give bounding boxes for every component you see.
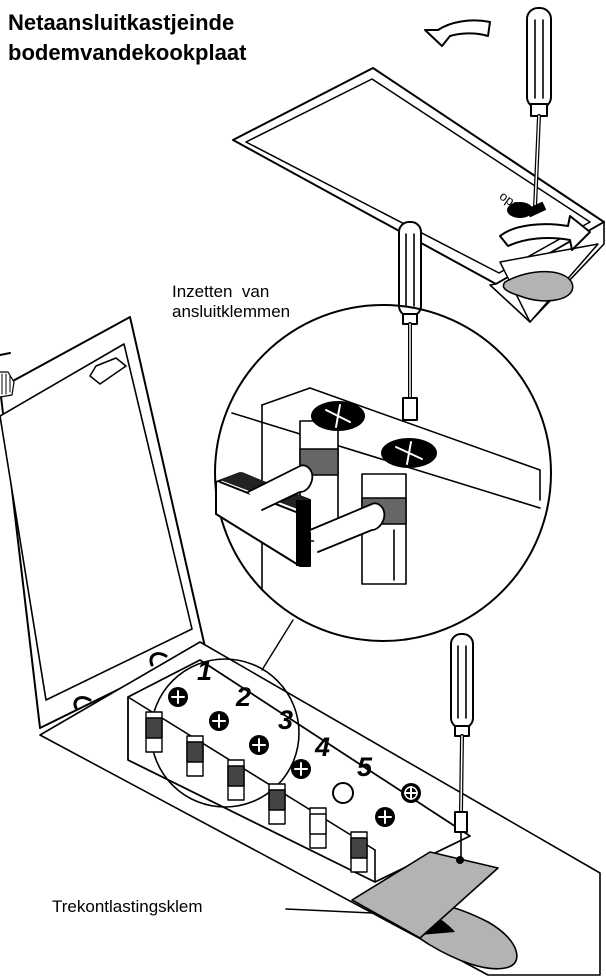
curved-arrow-icon (424, 19, 491, 47)
insert-label-line-2: ansluitklemmen (172, 302, 291, 321)
strain-relief-label: Trekontlastingsklem (52, 897, 203, 916)
screw-icon (375, 807, 395, 827)
terminal-number-5: 5 (357, 752, 373, 782)
title-line-1: Netaansluitkastjeinde (8, 10, 235, 35)
title-line-2: bodemvandekookplaat (8, 40, 247, 65)
screwdriver-icon (398, 221, 422, 421)
diagram-title: Netaansluitkastjeinde bodemvandekookplaa… (8, 8, 246, 68)
screw-icon (381, 438, 437, 468)
screw-icon (168, 687, 188, 707)
magnified-terminal-view (214, 304, 552, 642)
opened-lid (0, 316, 206, 729)
turn-arrow-icon (499, 215, 591, 251)
terminal-block (39, 641, 601, 976)
screw-icon (209, 711, 229, 731)
terminal-number-3: 3 (278, 705, 294, 735)
screw-icon (311, 401, 365, 431)
ground-icon (401, 783, 421, 803)
insert-label-line-1: Inzetten van (172, 282, 270, 301)
screw-icon (249, 735, 269, 755)
screw-icon (291, 759, 311, 779)
empty-terminal (332, 782, 354, 804)
strain-relief-clamp (351, 851, 518, 970)
terminal-number-1: 1 (197, 656, 213, 686)
terminal-number-4: 4 (315, 732, 331, 762)
insert-terminals-label: Inzetten van ansluitklemmen (172, 282, 290, 322)
screwdriver-icon (526, 7, 552, 218)
screwdriver-icon (450, 633, 474, 859)
terminal-number-2: 2 (236, 682, 252, 712)
